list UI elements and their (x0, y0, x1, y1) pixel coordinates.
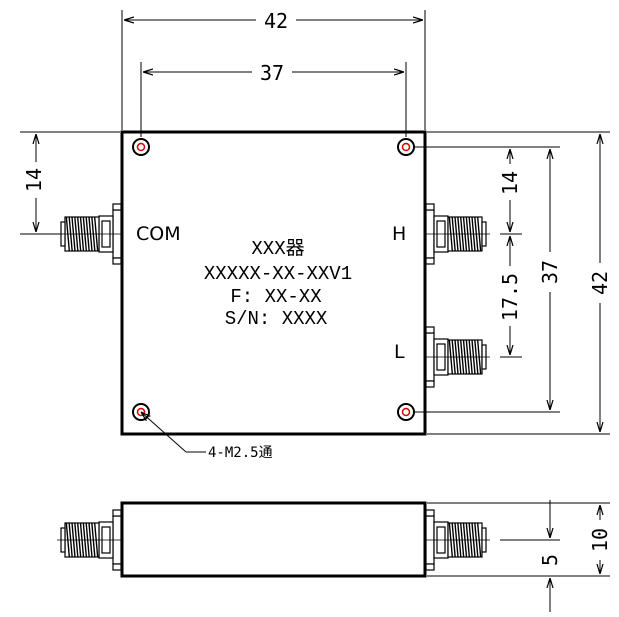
hole-callout-text: 4-M2.5通 (208, 445, 273, 461)
sma-connector-l (425, 326, 490, 388)
sma-connector-side-right (425, 509, 490, 571)
dim-port-spacing: 17.5 (498, 273, 522, 321)
dim-side-height: 10 (588, 528, 612, 552)
marking-serial: S/N: XXXX (225, 308, 328, 330)
dim-overall-height: 42 (588, 271, 612, 295)
mounting-hole-bottom-right (397, 403, 415, 421)
dim-hole-spacing-y: 37 (538, 260, 562, 284)
mounting-hole-top-left (132, 138, 150, 156)
dim-side-port-height: 5 (538, 554, 562, 566)
hole-callout-leader (141, 412, 206, 453)
marking-part-number: XXXXX-XX-XXV1 (204, 263, 352, 285)
mounting-hole-top-right (397, 138, 415, 156)
enclosure-top-view (120, 130, 427, 436)
marking-product-name: XXX器 (251, 238, 304, 260)
dim-left-offset: 14 (22, 168, 46, 192)
sma-connector-h (425, 203, 490, 265)
port-label-com: COM (136, 223, 181, 245)
dim-right-offset: 14 (498, 171, 522, 195)
port-label-h: H (392, 223, 406, 245)
dim-overall-width: 42 (264, 9, 288, 33)
enclosure-side-view (120, 501, 427, 578)
port-label-l: L (394, 341, 405, 363)
sma-connector-side-left (57, 509, 122, 571)
sma-connector-com (57, 203, 122, 265)
marking-frequency: F: XX-XX (230, 286, 322, 308)
dim-hole-spacing-x: 37 (260, 61, 284, 85)
